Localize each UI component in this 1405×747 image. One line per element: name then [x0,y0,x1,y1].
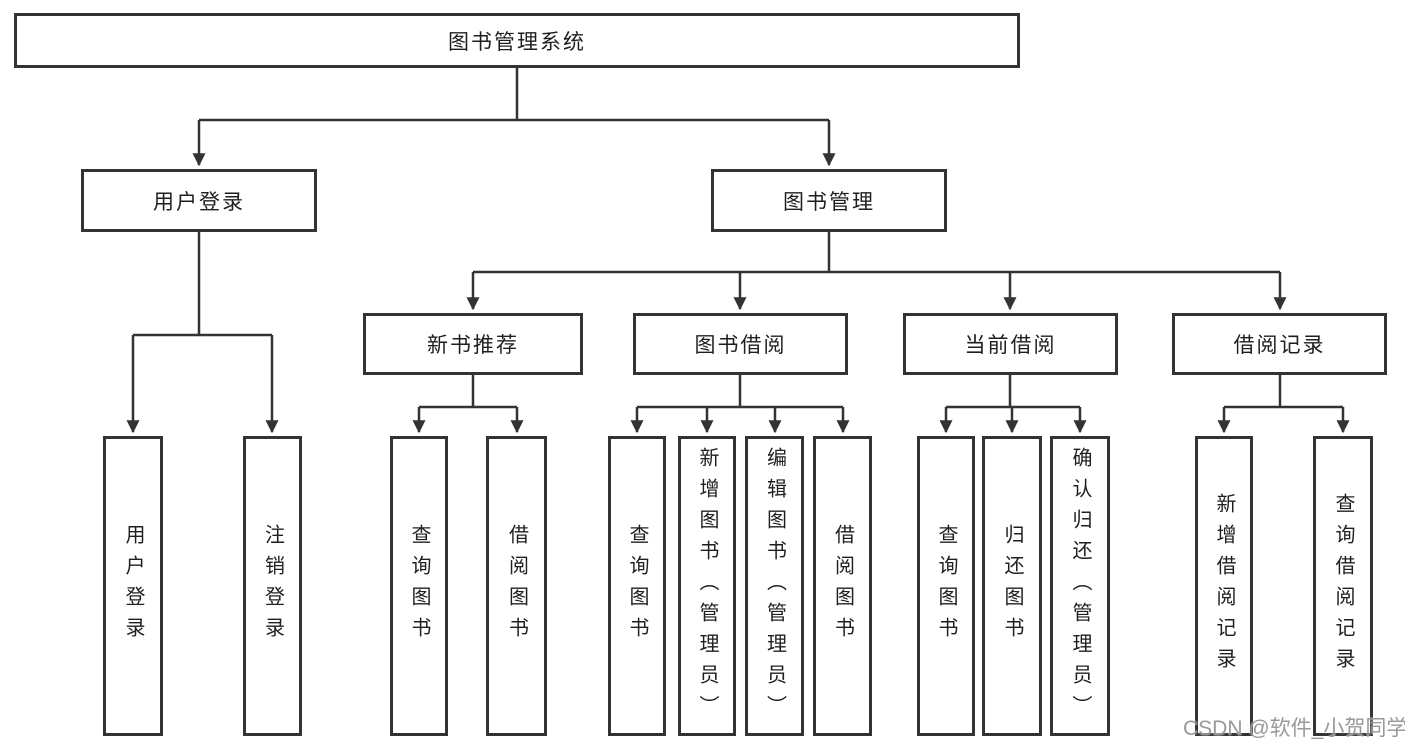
node-user-login: 用户登录 [81,169,317,232]
leaf-label: 查询图书 [408,524,430,648]
leaf-label: 查询借阅记录 [1332,493,1354,679]
leaf-query-borrow-record: 查询借阅记录 [1313,436,1373,736]
node-new-book-recommendation: 新书推荐 [363,313,583,375]
leaf-label: 注销登录 [261,524,284,648]
leaf-label: 用户登录 [122,524,144,648]
node-label: 借阅记录 [1233,334,1326,357]
node-label: 用户登录 [153,190,245,214]
node-label: 当前借阅 [964,334,1057,357]
node-label: 图书借阅 [694,334,787,357]
csdn-watermark: CSDN @软件_小贺同学 [1183,717,1405,740]
leaf-label: 确认归还（管理员） [1069,446,1091,726]
leaf-add-borrow-record: 新增借阅记录 [1195,436,1253,736]
node-label: 新书推荐 [427,334,519,357]
leaf-label: 查询图书 [935,524,957,648]
leaf-borrow-books: 借阅图书 [813,436,872,736]
node-label: 图书管理系统 [448,30,586,54]
leaf-label: 新增借阅记录 [1213,493,1235,679]
node-current-borrowing: 当前借阅 [903,313,1118,375]
leaf-confirm-return-admin: 确认归还（管理员） [1050,436,1110,736]
node-library-management-system: 图书管理系统 [14,13,1020,68]
leaf-logout: 注销登录 [243,436,302,736]
leaf-query-books-borrowing: 查询图书 [608,436,666,736]
leaf-label: 归还图书 [1001,524,1023,648]
leaf-label: 借阅图书 [831,524,854,648]
leaf-return-books: 归还图书 [982,436,1042,736]
leaf-borrow-books-recommend: 借阅图书 [486,436,547,736]
node-book-management: 图书管理 [711,169,947,232]
node-borrowing-records: 借阅记录 [1172,313,1387,375]
leaf-query-books-current: 查询图书 [917,436,975,736]
leaf-add-books-admin: 新增图书（管理员） [678,436,736,736]
leaf-label: 新增图书（管理员） [696,446,718,726]
leaf-label: 借阅图书 [505,524,528,648]
node-label: 图书管理 [783,190,875,214]
leaf-label: 查询图书 [626,524,648,648]
leaf-query-books-recommend: 查询图书 [390,436,448,736]
node-book-borrowing: 图书借阅 [633,313,848,375]
leaf-user-login: 用户登录 [103,436,163,736]
leaf-label: 编辑图书（管理员） [763,446,786,726]
leaf-edit-books-admin: 编辑图书（管理员） [745,436,804,736]
